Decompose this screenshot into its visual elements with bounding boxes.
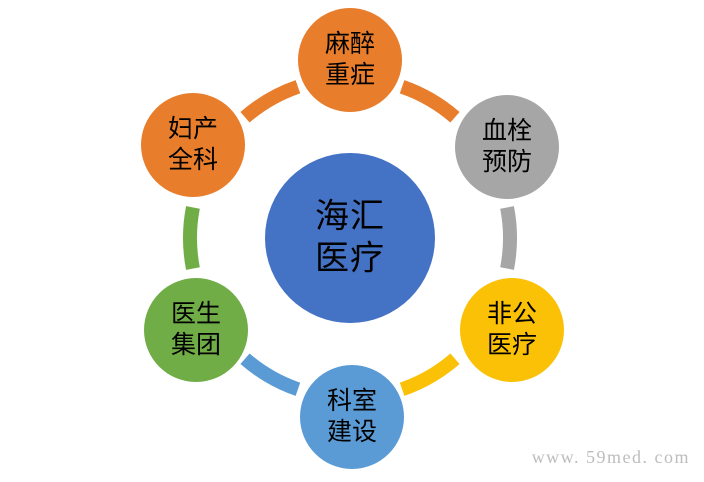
node-circle[interactable]: [300, 365, 404, 469]
node-label-line2: 预防: [482, 147, 532, 176]
connector-arc-anesthesia-to-thrombosis: [399, 80, 460, 123]
node-label-line1: 医生: [171, 299, 221, 328]
node-label-line1: 非公: [487, 299, 537, 328]
node-label-line1: 妇产: [168, 114, 218, 143]
node-circle[interactable]: [298, 8, 402, 112]
node-label-line2: 建设: [327, 417, 377, 446]
connector-arc-department-to-doctorgroup: [240, 353, 301, 396]
node-doctor-group[interactable]: 医生 集团: [144, 278, 248, 382]
site-watermark: www. 59med. com: [531, 447, 690, 467]
node-label-line2: 集团: [171, 330, 221, 359]
satellite-node-group: 麻醉 重症 血栓 预防 非公 医疗 科室 建设 医生 集团: [141, 8, 564, 469]
node-non-public-medical[interactable]: 非公 医疗: [460, 278, 564, 382]
node-thrombosis-prevention[interactable]: 血栓 预防: [455, 95, 559, 199]
node-obstetrics-general[interactable]: 妇产 全科: [141, 93, 245, 197]
node-label-line2: 重症: [325, 60, 375, 89]
node-label-line1: 科室: [327, 386, 377, 415]
node-circle[interactable]: [455, 95, 559, 199]
node-circle[interactable]: [141, 93, 245, 197]
hub-label-line2: 医疗: [315, 239, 385, 279]
connector-arc-nonpublic-to-department: [399, 353, 460, 396]
node-circle[interactable]: [144, 278, 248, 382]
connector-arc-group: [183, 80, 517, 396]
node-department-construction[interactable]: 科室 建设: [300, 365, 404, 469]
connector-arc-thrombosis-to-nonpublic: [500, 206, 517, 270]
node-label-line2: 全科: [168, 145, 218, 174]
node-circle[interactable]: [460, 278, 564, 382]
node-label-line1: 麻醉: [325, 29, 375, 58]
connector-arc-doctorgroup-to-obstetrics: [183, 206, 200, 270]
hub-circle[interactable]: [265, 153, 435, 323]
hub-label-line1: 海汇: [315, 197, 385, 237]
hub-node[interactable]: 海汇 医疗: [265, 153, 435, 323]
connector-arc-obstetrics-to-anesthesia: [240, 80, 301, 123]
node-label-line1: 血栓: [482, 116, 532, 145]
node-label-line2: 医疗: [487, 330, 537, 359]
node-anesthesia-critical-care[interactable]: 麻醉 重症: [298, 8, 402, 112]
